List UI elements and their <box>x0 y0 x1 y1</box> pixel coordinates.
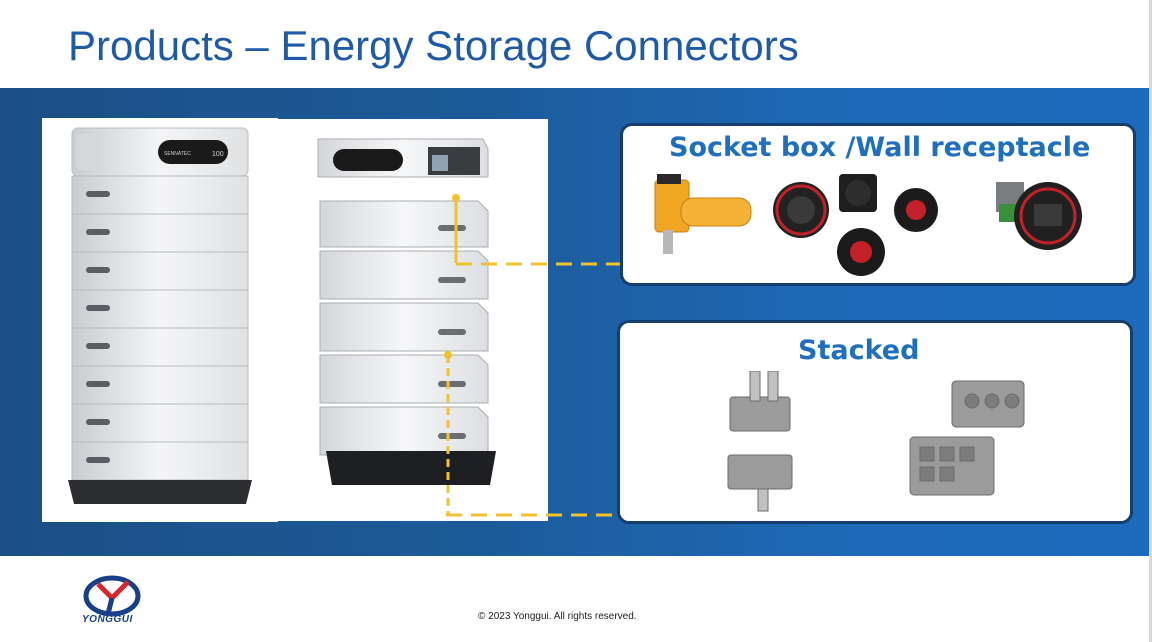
tower-display: 100 <box>212 151 224 158</box>
stacked-title: Stacked <box>798 335 920 366</box>
copyright-text: © 2023 Yonggui. All rights reserved. <box>478 611 637 622</box>
slide-title: Products – Energy Storage Connectors <box>68 22 799 69</box>
stacked-connectors-image <box>727 371 1025 512</box>
circular-plug-icon <box>894 188 938 232</box>
orange-connector-icon <box>654 174 752 254</box>
yonggui-logo-icon <box>83 575 141 617</box>
heavy-duty-connector-icon <box>729 371 791 432</box>
rj45-receptacle-icon <box>996 182 1082 250</box>
logo-text: YONGGUI <box>82 614 133 625</box>
socket-box-panel: Socket box /Wall receptacle <box>620 123 1136 286</box>
modular-insert-icon <box>951 380 1025 428</box>
socket-connectors-image <box>654 174 1082 276</box>
tower-brand-label: SENNATEC <box>164 151 191 157</box>
circular-plug-icon <box>837 228 885 276</box>
heavy-duty-connector-icon <box>727 454 793 512</box>
battery-tower-image: SENNATEC 100 <box>42 118 278 522</box>
battery-modules-exploded-image <box>278 119 548 521</box>
connector-line-top <box>456 262 622 266</box>
circular-connector-icon <box>773 182 829 238</box>
slide-right-edge <box>1149 0 1152 642</box>
stacked-panel: Stacked <box>617 320 1133 524</box>
square-flange-connector-icon <box>839 174 877 212</box>
modular-insert-icon <box>909 436 995 496</box>
content-band: SENNATEC 100 <box>0 88 1149 556</box>
socket-box-title: Socket box /Wall receptacle <box>669 132 1091 163</box>
